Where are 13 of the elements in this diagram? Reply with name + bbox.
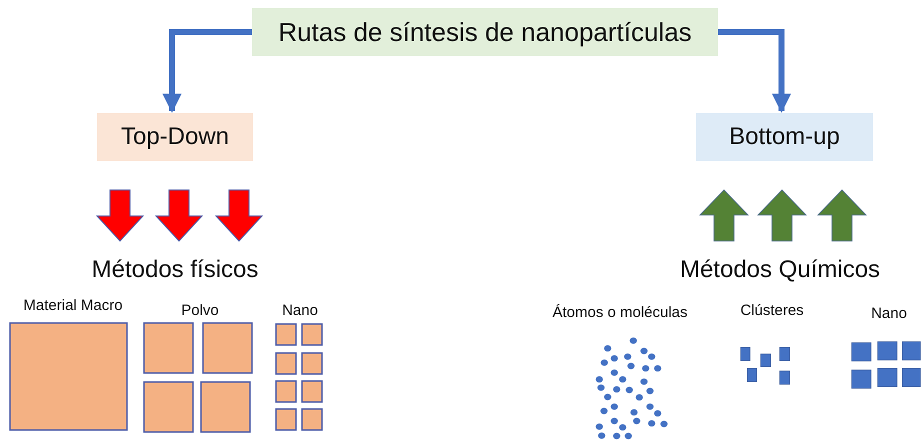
category-label: Clústeres bbox=[740, 302, 804, 319]
section-heading: Métodos físicos bbox=[92, 256, 258, 284]
category-label: Nano bbox=[282, 302, 318, 319]
title-box: Rutas de síntesis de nanopartículas bbox=[252, 8, 718, 56]
title-box: Bottom-up bbox=[696, 113, 873, 161]
connector-arrow bbox=[718, 29, 792, 113]
category-label: Polvo bbox=[181, 302, 219, 319]
title-box: Top-Down bbox=[97, 113, 253, 161]
category-label: Material Macro bbox=[23, 297, 123, 314]
category-label: Átomos o moléculas bbox=[552, 304, 688, 321]
connector-arrow bbox=[162, 29, 252, 113]
category-label: Nano bbox=[871, 305, 907, 322]
section-heading: Métodos Químicos bbox=[680, 256, 880, 284]
